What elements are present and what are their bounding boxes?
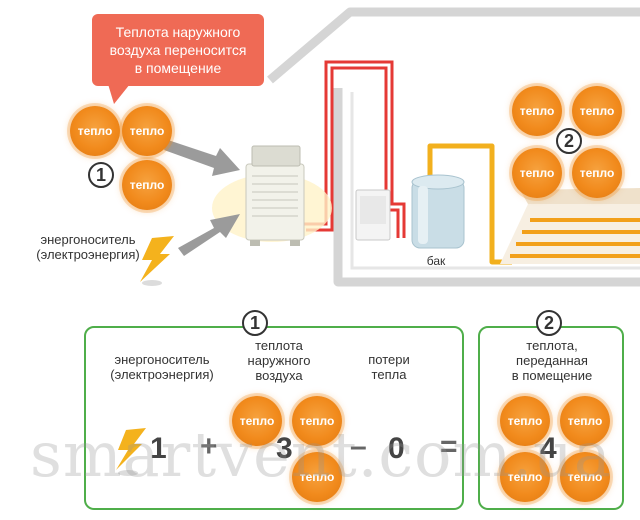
scene-graphics [140, 7, 640, 287]
callout-line-3: в помещение [134, 60, 222, 76]
col-result-header: теплота, переданная в помещение [490, 338, 614, 383]
col-energy-header: энергоноситель (электроэнергия) [92, 352, 232, 382]
marker-1-bottom: 1 [242, 310, 268, 336]
house-inner-line [350, 92, 640, 270]
callout-tail [108, 84, 130, 104]
operator-plus: + [200, 430, 218, 463]
col-loss-header: потери тепла [354, 352, 424, 382]
heat-token: тепло [512, 148, 562, 198]
floor-heating-coils [510, 218, 640, 258]
energy-label-line-2: (электроэнергия) [36, 247, 140, 262]
heat-token: тепло [500, 396, 550, 446]
lightning-icon [116, 428, 146, 476]
callout-bubble: Теплота наружного воздуха переносится в … [92, 14, 264, 86]
col-energy-line-1: энергоноситель [114, 352, 210, 367]
col-outdoor-header: теплота наружного воздуха [234, 338, 324, 383]
outdoor-unit [245, 145, 305, 246]
heat-token: тепло [560, 452, 610, 502]
marker-2: 2 [556, 128, 582, 154]
value-energy: 1 [150, 432, 167, 465]
heat-token: тепло [122, 160, 172, 210]
heat-token: тепло [500, 452, 550, 502]
heat-token: тепло [560, 396, 610, 446]
callout-line-1: Теплота наружного [115, 24, 241, 40]
energy-source-label: энергоноситель (электроэнергия) [18, 232, 158, 262]
water-pipe [427, 143, 512, 265]
heat-token: тепло [232, 396, 282, 446]
col-result-line-2: переданная [516, 353, 588, 368]
heat-token: тепло [512, 86, 562, 136]
col-energy-line-2: (электроэнергия) [110, 367, 214, 382]
heat-token: тепло [572, 148, 622, 198]
operator-equals: = [440, 430, 458, 463]
col-result-line-1: теплота, [526, 338, 578, 353]
heat-token: тепло [572, 86, 622, 136]
value-loss: 0 [388, 432, 405, 465]
refrigerant-pipe [300, 60, 406, 238]
heat-token: тепло [292, 396, 342, 446]
tank-label: бак [426, 254, 446, 268]
heat-token: тепло [70, 106, 120, 156]
marker-1: 1 [88, 162, 114, 188]
col-loss-line-1: потери [368, 352, 410, 367]
indoor-unit [355, 189, 391, 241]
col-outdoor-line-2: наружного [247, 353, 311, 368]
equation-frame-1 [84, 326, 464, 510]
heat-arrow [164, 140, 240, 176]
heat-token: тепло [122, 106, 172, 156]
value-outdoor: 3 [276, 432, 293, 465]
callout-line-2: воздуха переносится [109, 42, 247, 58]
col-loss-line-2: тепла [371, 367, 407, 382]
col-outdoor-line-3: воздуха [255, 368, 303, 383]
lightning-icon [140, 236, 174, 286]
col-result-line-3: в помещение [511, 368, 593, 383]
value-result: 4 [540, 432, 557, 465]
water-tank [411, 174, 465, 249]
watermark: smartvent.com.ua [30, 418, 612, 491]
heat-token: тепло [292, 452, 342, 502]
house-outline [267, 7, 640, 287]
col-outdoor-line-1: теплота [255, 338, 303, 353]
energy-label-line-1: энергоноситель [40, 232, 136, 247]
operator-minus: – [350, 430, 367, 463]
energy-arrow [178, 214, 240, 256]
marker-2-bottom: 2 [536, 310, 562, 336]
